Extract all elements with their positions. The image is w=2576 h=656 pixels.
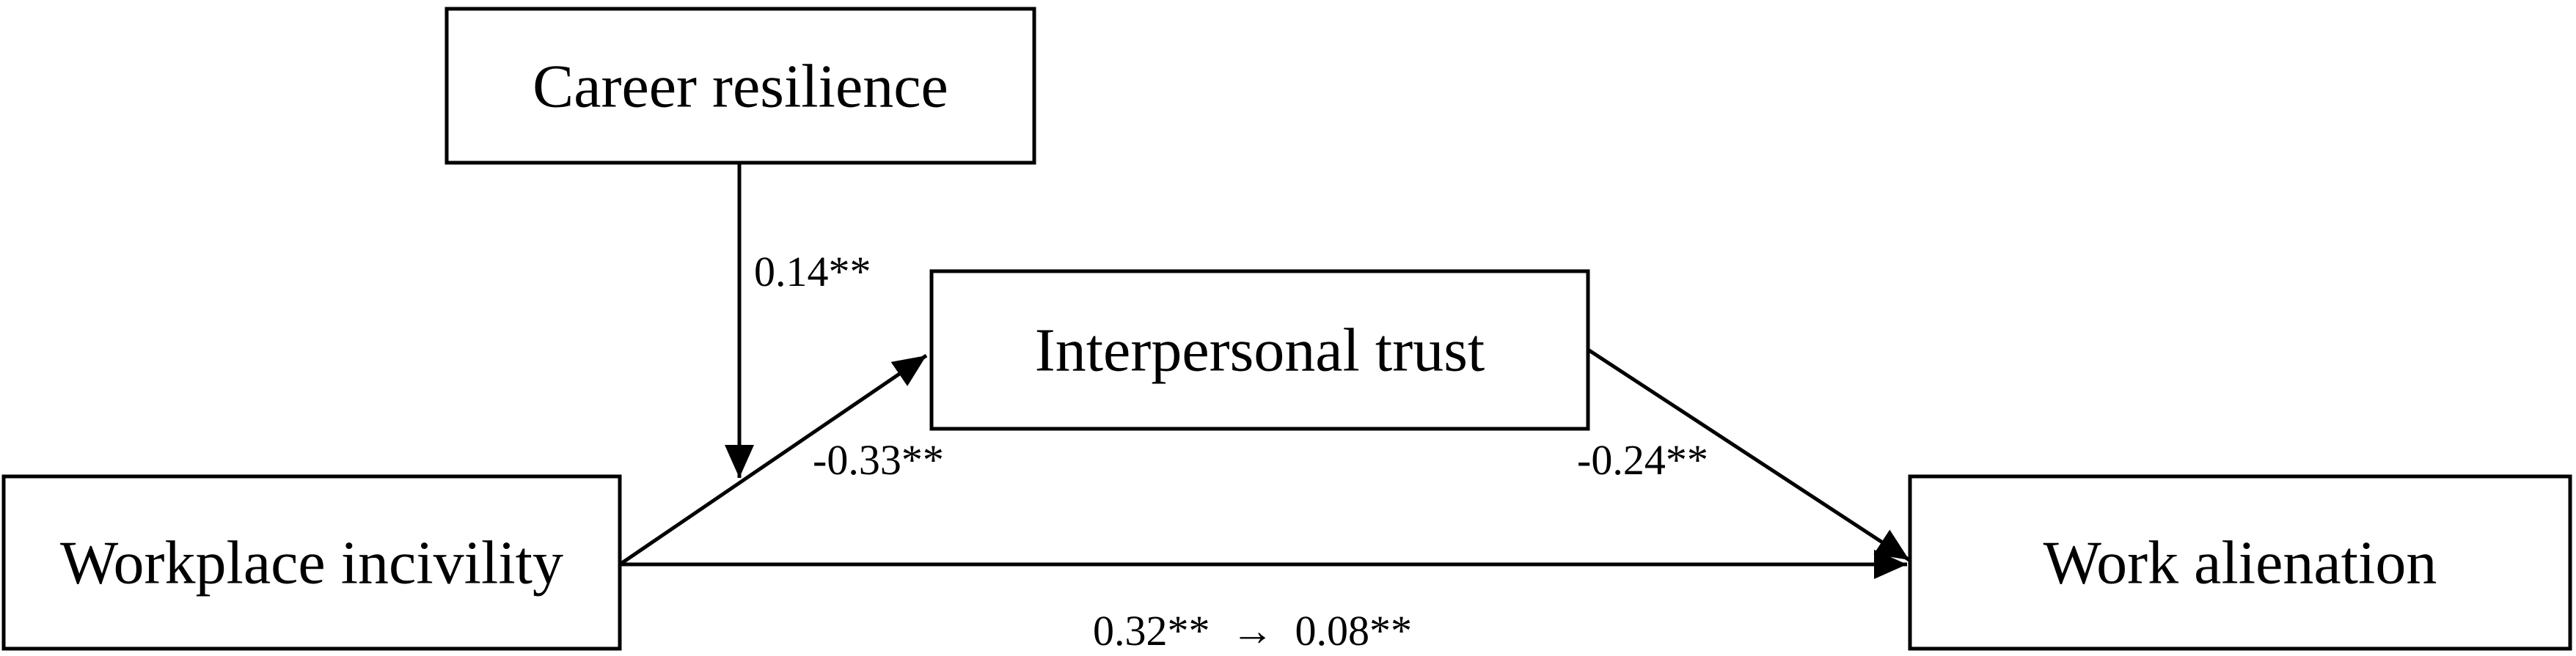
path-a-coefficient: -0.33** (813, 436, 944, 484)
interpersonal-trust-label: Interpersonal trust (1035, 317, 1485, 385)
path-b-arrow (1587, 347, 1911, 562)
path-b-coefficient: -0.24** (1577, 436, 1708, 484)
career-resilience-label: Career resilience (533, 53, 948, 121)
workplace-incivility-label: Workplace incivility (60, 529, 563, 597)
career-resilience-node: Career resilience (444, 7, 1036, 165)
interpersonal-trust-node: Interpersonal trust (929, 269, 1590, 431)
work-alienation-label: Work alienation (2043, 529, 2437, 597)
work-alienation-node: Work alienation (1908, 474, 2572, 651)
moderation-coefficient: 0.14** (754, 248, 871, 295)
direct-effect-coefficient: 0.32** → 0.08** (1093, 607, 1412, 655)
workplace-incivility-node: Workplace incivility (1, 474, 622, 651)
path-a-arrow (618, 353, 928, 567)
